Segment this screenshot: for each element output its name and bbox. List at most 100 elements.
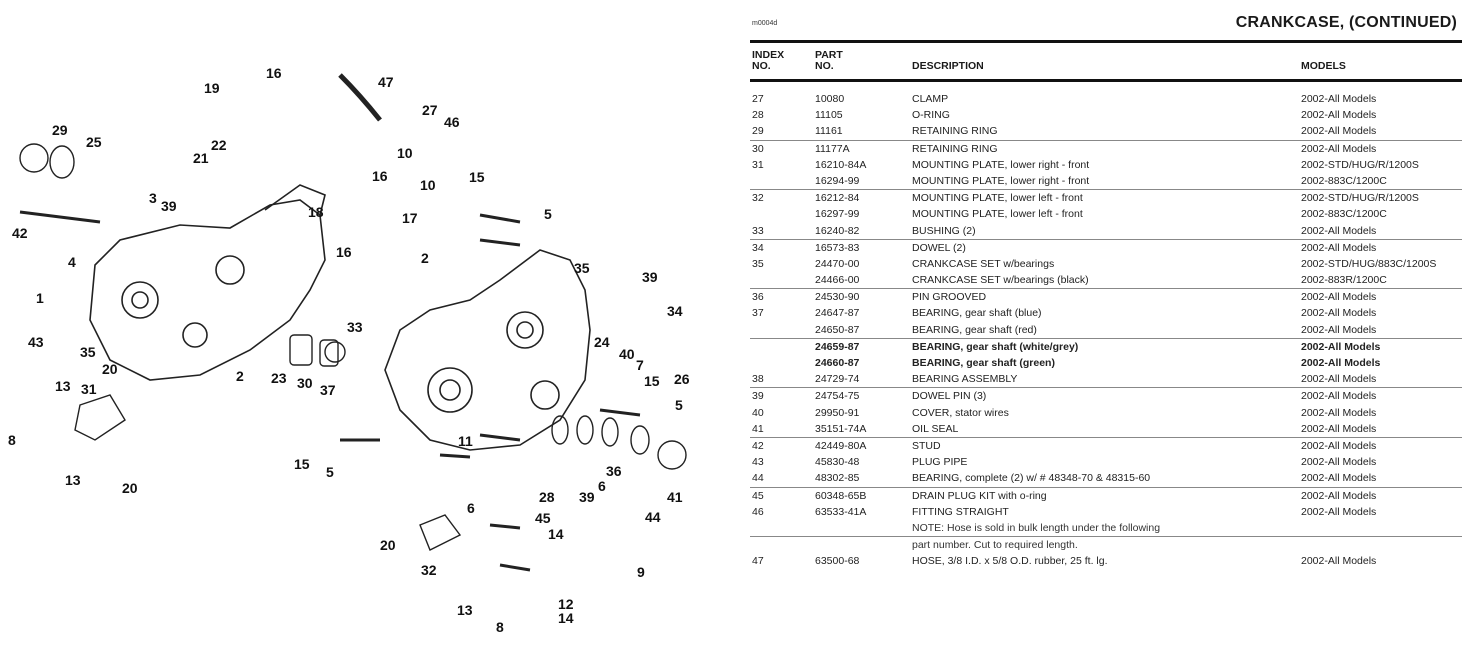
callout-number: 5 <box>675 397 683 413</box>
description-cell: BUSHING (2) <box>912 224 976 237</box>
callout-number: 29 <box>52 122 68 138</box>
models-cell: 2002-All Models <box>1301 489 1377 502</box>
callout-number: 16 <box>372 168 388 184</box>
callout-number: 17 <box>402 210 418 226</box>
description-cell: MOUNTING PLATE, lower right - front <box>912 158 1090 171</box>
description-cell: RETAINING RING <box>912 125 998 138</box>
part-number-cell: 16212-84 <box>815 192 860 205</box>
callout-number: 13 <box>65 472 81 488</box>
callout-number: 32 <box>421 562 437 578</box>
description-cell: CRANKCASE SET w/bearings <box>912 257 1055 270</box>
index-cell: 33 <box>752 224 764 237</box>
part-number-cell: 24729-74 <box>815 373 860 386</box>
header-top-rule <box>750 40 1462 43</box>
index-cell: 45 <box>752 489 764 502</box>
callout-number: 35 <box>80 344 96 360</box>
part-number-cell: 11105 <box>815 109 843 122</box>
index-cell: 43 <box>752 456 764 469</box>
part-number-cell: 16573-83 <box>815 241 860 254</box>
part-number-cell: 24470-00 <box>815 257 860 270</box>
header-description: DESCRIPTION <box>912 60 984 72</box>
callout-number: 39 <box>642 269 658 285</box>
page-code: m0004d <box>752 20 778 27</box>
index-cell: 27 <box>752 93 764 105</box>
callout-number: 3 <box>149 190 157 206</box>
description-cell: BEARING, gear shaft (white/grey) <box>912 340 1079 353</box>
callout-number: 41 <box>667 489 683 505</box>
callout-number: 1 <box>36 290 44 306</box>
part-number-cell: 45830-48 <box>815 456 860 469</box>
parts-table: 27 10080 CLAMP 2002-All Models 28 11105 O-RING… <box>750 91 1462 569</box>
callout-number: 15 <box>469 169 485 185</box>
models-cell: 2002-All Models <box>1301 555 1377 568</box>
description-cell: BEARING, complete (2) w/ # 48348-70 & 48… <box>912 472 1151 485</box>
description-cell: BEARING, gear shaft (blue) <box>912 307 1042 320</box>
part-number-cell: 60348-65B <box>815 489 867 502</box>
description-cell: O-RING <box>912 109 950 122</box>
index-cell: 28 <box>752 109 764 122</box>
index-cell: 40 <box>752 406 764 419</box>
description-cell: CLAMP <box>912 93 949 105</box>
part-number-cell: 24754-75 <box>815 390 860 403</box>
header-index-line2: NO. <box>752 60 771 72</box>
callout-number: 20 <box>380 537 396 553</box>
part-number-cell: 24530-90 <box>815 291 860 304</box>
models-cell: 2002-All Models <box>1301 109 1377 122</box>
part-number-cell: 10080 <box>815 93 845 105</box>
callout-number: 33 <box>347 319 363 335</box>
index-cell: 29 <box>752 125 764 138</box>
models-cell: 2002-All Models <box>1301 357 1381 369</box>
callout-number: 10 <box>420 177 436 193</box>
callout-number: 36 <box>606 463 622 479</box>
index-cell: 47 <box>752 555 764 568</box>
models-cell: 2002-All Models <box>1301 307 1377 320</box>
left-crankcase-half <box>89 184 326 381</box>
description-cell: MOUNTING PLATE, lower left - front <box>912 208 1083 221</box>
callout-number: 2 <box>236 368 244 384</box>
description-cell: COVER, stator wires <box>912 406 1009 419</box>
description-cell: FITTING STRAIGHT <box>912 505 1009 518</box>
callout-number: 6 <box>467 500 475 516</box>
callout-number: 4 <box>68 254 76 270</box>
retaining-ring-icon <box>19 143 49 173</box>
callout-number: 35 <box>574 260 590 276</box>
index-cell: 30 <box>752 142 764 155</box>
part-number-cell: 24650-87 <box>815 323 860 336</box>
index-cell: 31 <box>752 158 764 171</box>
models-cell: 2002-All Models <box>1301 142 1377 155</box>
callout-number: 47 <box>378 74 394 90</box>
index-cell: 36 <box>752 291 764 304</box>
note-row: NOTE: Hose is sold in bulk length under … <box>750 520 1462 538</box>
right-crankcase-half <box>384 249 591 451</box>
callout-number: 8 <box>496 619 504 635</box>
index-cell: 38 <box>752 373 764 386</box>
callout-number: 16 <box>266 65 282 81</box>
callout-number: 13 <box>55 378 71 394</box>
models-cell: 2002-All Models <box>1301 456 1377 469</box>
callout-number: 24 <box>594 334 610 350</box>
callout-number: 26 <box>674 371 690 387</box>
header-bottom-rule <box>750 79 1462 82</box>
header-part: PART NO. <box>815 50 843 72</box>
header-part-line2: NO. <box>815 60 834 72</box>
models-cell: 2002-STD/HUG/R/1200S <box>1301 192 1419 205</box>
models-cell: 2002-All Models <box>1301 340 1381 353</box>
part-number-cell: 35151-74A <box>815 422 867 435</box>
callout-number: 12 <box>558 596 574 612</box>
part-number-cell: 29950-91 <box>815 406 860 419</box>
part-number-cell: 24647-87 <box>815 307 860 320</box>
callout-number: 22 <box>211 137 227 153</box>
